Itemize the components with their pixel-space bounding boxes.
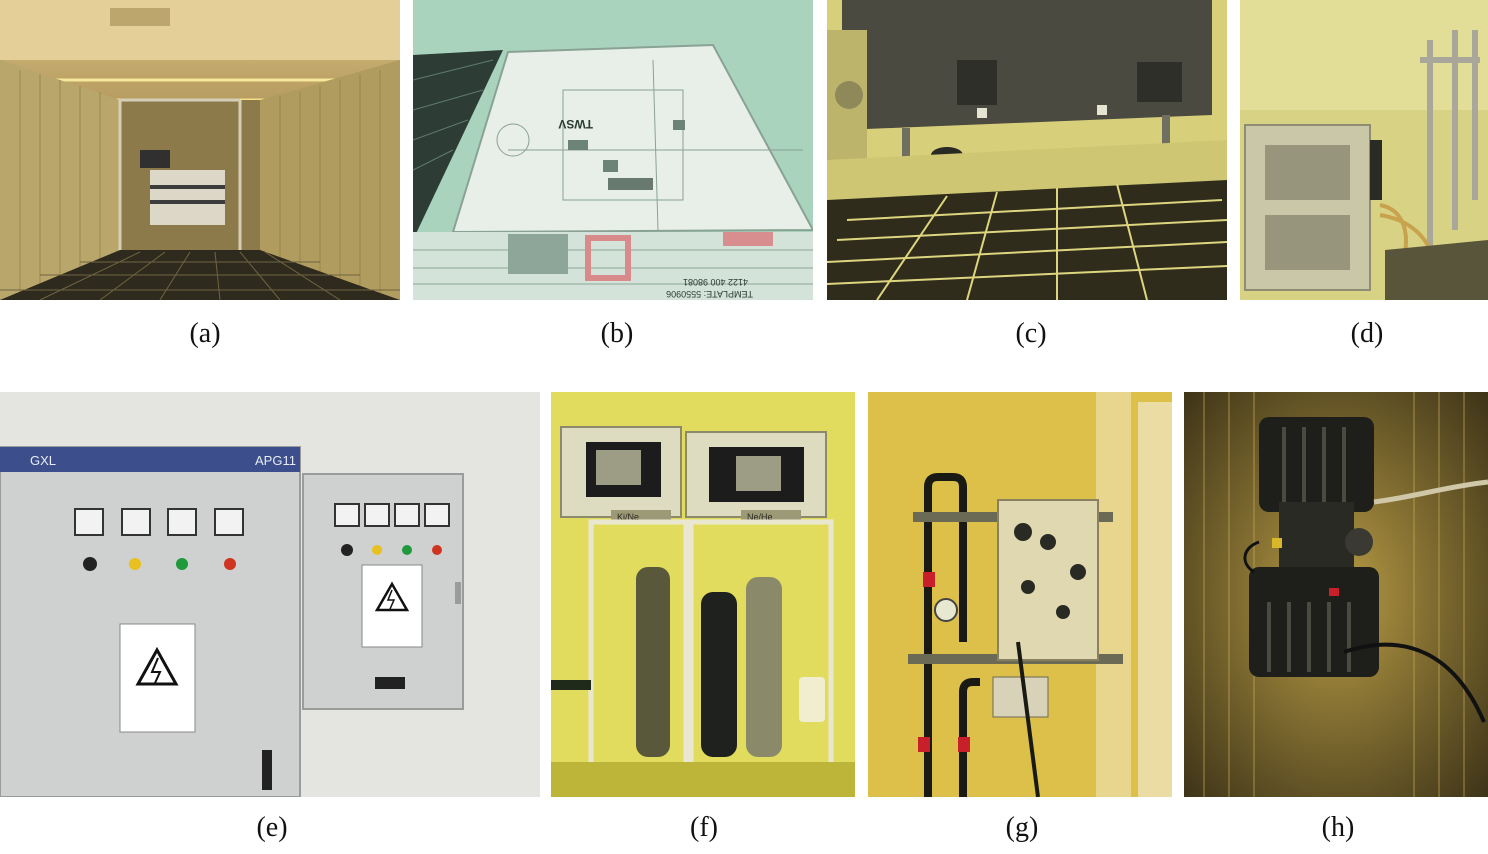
caption-e: (e) [256, 812, 288, 843]
caption-a: (a) [189, 318, 221, 349]
panel-e-image: GXL APG11 [0, 392, 540, 797]
panel-g-image [868, 392, 1172, 797]
panel-a-image [0, 0, 400, 300]
drawing-footer: 4122 400 98081 [683, 277, 748, 287]
drawing-title: TWSV [558, 117, 593, 131]
panel-f-image: Ki/Ne Ne/He [551, 392, 855, 797]
cabinet-right-label: APG11 [255, 453, 296, 468]
cabinet-left-label: GXL [30, 453, 56, 468]
drawing-template: TEMPLATE: 5550906 [666, 289, 753, 299]
caption-b: (b) [600, 318, 634, 349]
caption-c: (c) [1015, 318, 1047, 349]
panel-b-image: TWSV 4122 400 98081 TEMPLATE: 5550906 [413, 0, 813, 300]
panel-h-image [1184, 392, 1488, 797]
caption-h: (h) [1321, 812, 1355, 843]
caption-d: (d) [1350, 318, 1384, 349]
panel-c-image [827, 0, 1227, 300]
gas-cabinet-right-label: Ne/He [747, 512, 773, 522]
caption-f: (f) [690, 812, 718, 843]
panel-d-image [1240, 0, 1488, 300]
caption-g: (g) [1005, 812, 1039, 843]
gas-cabinet-left-label: Ki/Ne [617, 512, 639, 522]
